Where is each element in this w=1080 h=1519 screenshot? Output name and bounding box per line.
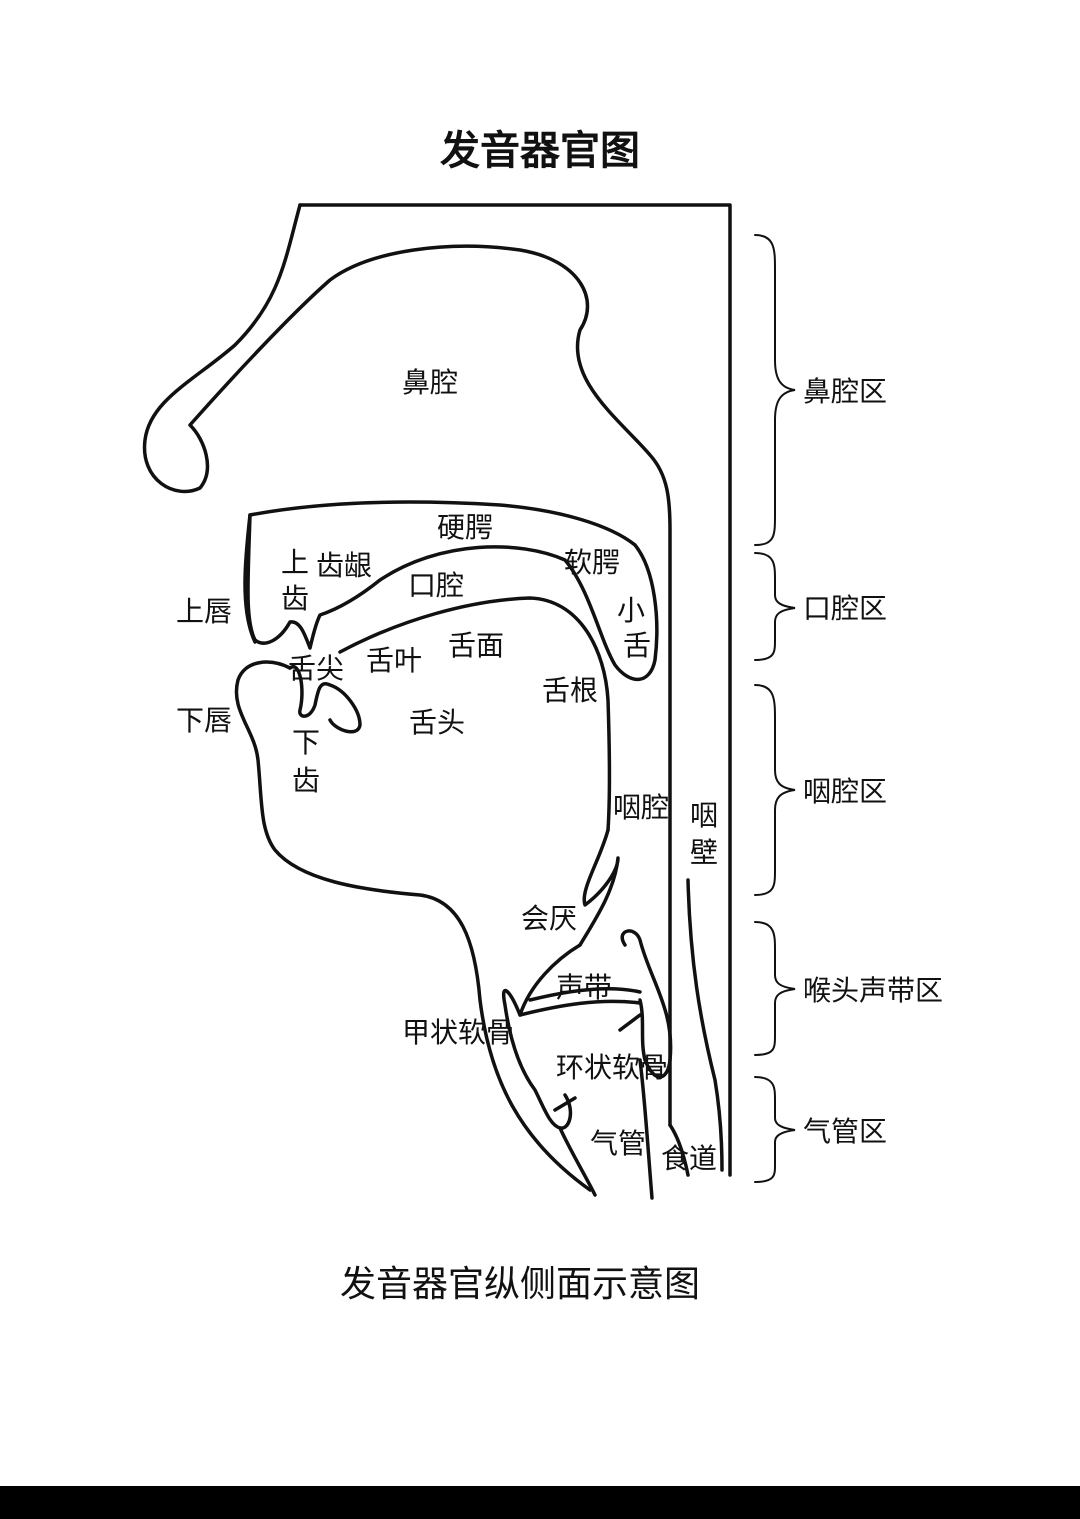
label-pharyngeal-wall-b: 壁 xyxy=(690,836,718,869)
label-gums: 齿龈 xyxy=(316,549,372,582)
forehead-nose-outline xyxy=(142,203,672,1127)
label-lower-teeth-a: 下 xyxy=(292,726,320,759)
label-esophagus: 食道 xyxy=(661,1142,717,1175)
brace-pharyngeal xyxy=(754,684,796,896)
brace-laryngeal xyxy=(754,921,796,1056)
label-tongue-surface: 舌面 xyxy=(448,629,504,662)
trachea-pointer xyxy=(553,1096,577,1112)
label-tongue-tip: 舌尖 xyxy=(288,652,344,685)
label-oral-cavity: 口腔 xyxy=(408,569,464,602)
zone-label-oral: 口腔区 xyxy=(803,592,887,625)
brace-tracheal xyxy=(754,1076,796,1183)
label-upper-teeth-a: 上 xyxy=(281,546,309,579)
zone-label-nasal: 鼻腔区 xyxy=(803,375,887,408)
label-lower-lip: 下唇 xyxy=(176,704,232,737)
label-hard-palate: 硬腭 xyxy=(437,511,493,544)
pharyngeal-wall-outline xyxy=(686,878,724,1172)
label-pharyngeal-wall-a: 咽 xyxy=(690,799,718,832)
diagram-caption: 发音器官纵侧面示意图 xyxy=(339,1264,700,1305)
zone-label-tracheal: 气管区 xyxy=(803,1115,887,1148)
head-frame xyxy=(298,203,732,1177)
palate-upper-teeth xyxy=(246,500,659,682)
epiglottis-outline xyxy=(578,828,620,947)
cricoid-outline xyxy=(620,929,673,1079)
label-pharynx: 咽腔 xyxy=(613,791,669,824)
cricoid-pointer xyxy=(618,1013,642,1032)
lower-lip-jaw xyxy=(234,660,592,1192)
label-tongue-blade: 舌叶 xyxy=(366,644,422,677)
lower-teeth-outline xyxy=(288,664,362,734)
label-vocal-cords: 声带 xyxy=(556,971,612,1004)
page-title: 发音器官图 xyxy=(440,128,640,174)
label-epiglottis: 会厌 xyxy=(521,902,577,935)
bottom-bar xyxy=(0,1486,1080,1519)
label-uvula-b: 舌 xyxy=(623,629,651,662)
label-tongue-root: 舌根 xyxy=(542,674,598,707)
label-thyroid-cartilage: 甲状软骨 xyxy=(402,1016,514,1049)
brace-nasal xyxy=(754,234,796,546)
label-nasal-cavity: 鼻腔 xyxy=(402,366,458,399)
label-upper-lip: 上唇 xyxy=(176,595,232,628)
vocal-fold-line xyxy=(518,999,642,1017)
zone-label-laryngeal: 喉头声带区 xyxy=(803,974,943,1007)
trachea-front-wall xyxy=(558,1126,597,1197)
label-uvula-a: 小 xyxy=(617,594,645,627)
label-cricoid-cartilage: 环状软骨 xyxy=(556,1051,668,1084)
vocal-fold-upper xyxy=(528,987,642,1002)
trachea-back-wall xyxy=(638,1058,654,1200)
esophagus-wall xyxy=(668,1123,690,1177)
label-upper-teeth-b: 齿 xyxy=(281,582,309,615)
brace-oral xyxy=(754,552,796,661)
label-trachea: 气管 xyxy=(590,1127,646,1160)
tongue-surface xyxy=(338,596,612,832)
zone-label-pharyngeal: 咽腔区 xyxy=(803,775,887,808)
label-soft-palate: 软腭 xyxy=(564,546,620,579)
upper-lip-outline xyxy=(243,513,257,644)
label-lower-teeth-b: 齿 xyxy=(292,764,320,797)
label-tongue-head: 舌头 xyxy=(409,706,465,739)
